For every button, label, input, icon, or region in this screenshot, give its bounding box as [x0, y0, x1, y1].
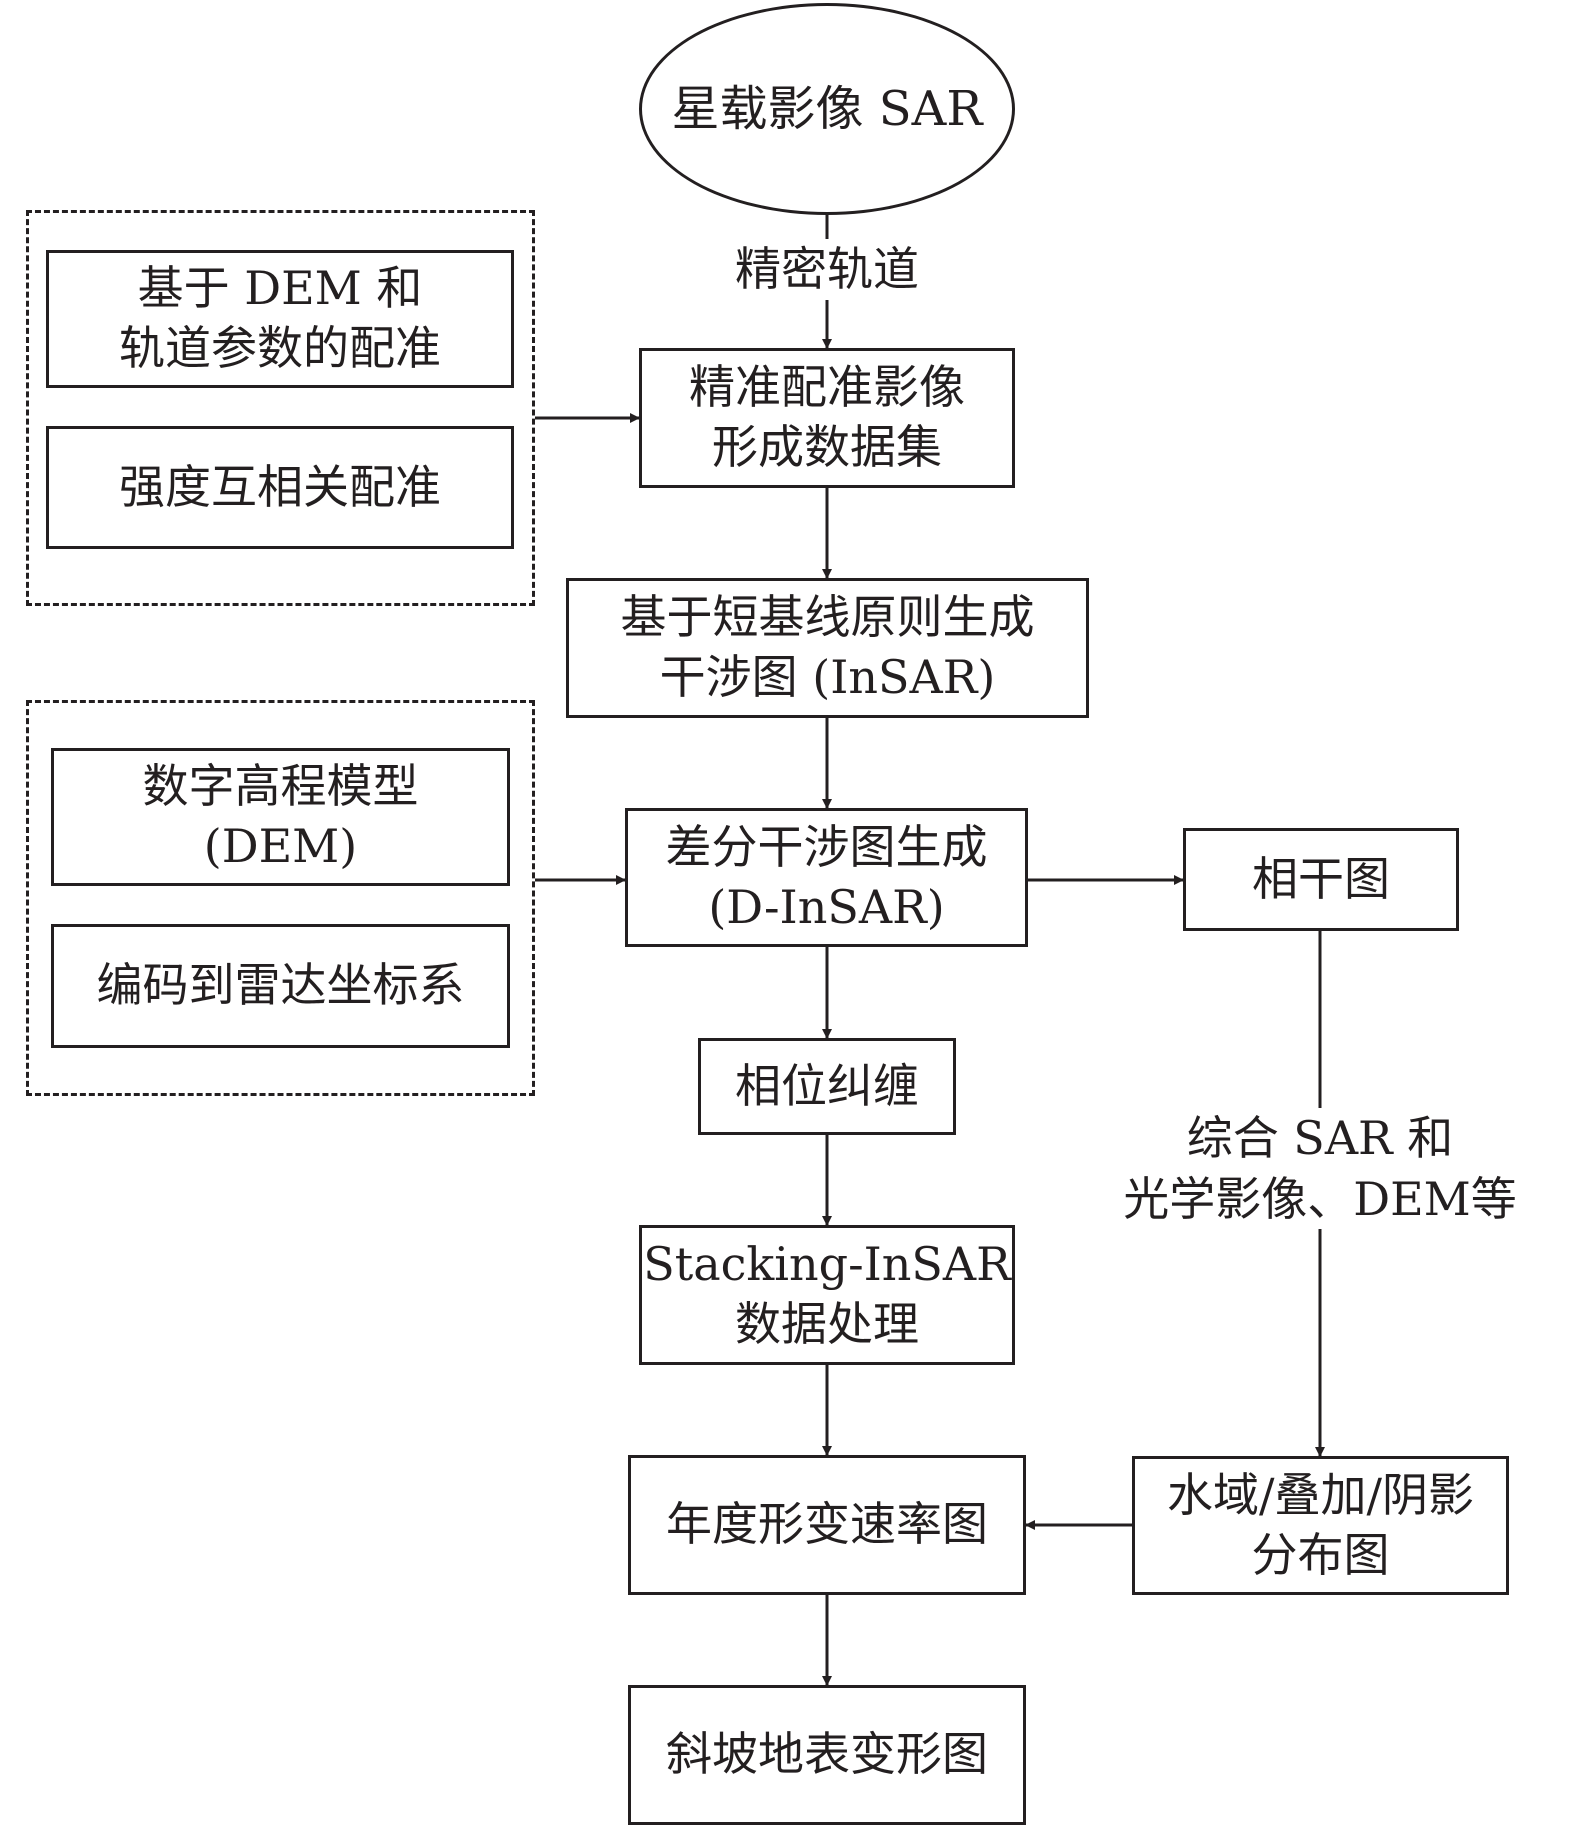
mask-map-node: 水域/叠加/阴影 分布图 — [1132, 1456, 1509, 1595]
radar-coordinates-label: 编码到雷达坐标系 — [96, 958, 465, 1013]
coregistered-dataset-line-2: 形成数据集 — [712, 420, 942, 474]
registration-methods-group — [26, 210, 535, 606]
coregistered-dataset-node: 精准配准影像 形成数据集 — [639, 348, 1015, 488]
slope-deformation-map-label: 斜坡地表变形图 — [666, 1727, 988, 1782]
annual-rate-map-node: 年度形变速率图 — [628, 1455, 1026, 1595]
short-baseline-interferogram-line-1: 基于短基线原则生成 — [620, 590, 1035, 645]
sar-imagery-node: 星载影像 SAR — [639, 3, 1015, 215]
short-baseline-interferogram-line-2: 干涉图 (InSAR) — [659, 650, 996, 704]
stacking-insar-line-2: 数据处理 — [735, 1297, 919, 1351]
differential-interferogram-node: 差分干涉图生成 (D-InSAR) — [625, 808, 1028, 947]
dem-orbit-registration-node: 基于 DEM 和 轨道参数的配准 — [46, 250, 514, 388]
differential-interferogram-line-2: (D-InSAR) — [708, 879, 945, 934]
dem-orbit-registration-line-1: 基于 DEM 和 — [137, 261, 423, 316]
phase-unwrapping-label: 相位纠缠 — [735, 1058, 919, 1113]
combine-sources-line-1: 综合 SAR 和 — [1186, 1111, 1454, 1165]
intensity-correlation-label: 强度互相关配准 — [119, 459, 441, 514]
dem-node: 数字高程模型 (DEM) — [51, 748, 510, 886]
combine-sources-line-2: 光学影像、DEM等 — [1123, 1171, 1517, 1226]
stacking-insar-node: Stacking-InSAR 数据处理 — [639, 1225, 1015, 1365]
sar-imagery-label: 星载影像 SAR — [671, 80, 983, 137]
precise-orbit-label: 精密轨道 — [702, 239, 952, 300]
slope-deformation-map-node: 斜坡地表变形图 — [628, 1685, 1026, 1825]
coherence-map-node: 相干图 — [1183, 828, 1459, 931]
annual-rate-map-label: 年度形变速率图 — [666, 1497, 988, 1552]
phase-unwrapping-node: 相位纠缠 — [698, 1038, 956, 1135]
dem-orbit-registration-line-2: 轨道参数的配准 — [119, 321, 441, 375]
dem-line-2: (DEM) — [203, 819, 358, 873]
mask-map-line-2: 分布图 — [1251, 1527, 1390, 1582]
dem-line-1: 数字高程模型 — [142, 759, 419, 814]
intensity-correlation-node: 强度互相关配准 — [46, 426, 514, 549]
short-baseline-interferogram-node: 基于短基线原则生成 干涉图 (InSAR) — [566, 578, 1089, 718]
stacking-insar-line-1: Stacking-InSAR — [643, 1237, 1011, 1292]
mask-map-line-1: 水域/叠加/阴影 — [1167, 1467, 1474, 1522]
radar-coordinates-node: 编码到雷达坐标系 — [51, 924, 510, 1048]
coherence-map-label: 相干图 — [1252, 851, 1390, 906]
differential-interferogram-line-1: 差分干涉图生成 — [665, 819, 988, 874]
dem-processing-group — [26, 700, 535, 1096]
combine-sources-label: 综合 SAR 和 光学影像、DEM等 — [1085, 1108, 1555, 1230]
coregistered-dataset-line-1: 精准配准影像 — [689, 360, 965, 415]
